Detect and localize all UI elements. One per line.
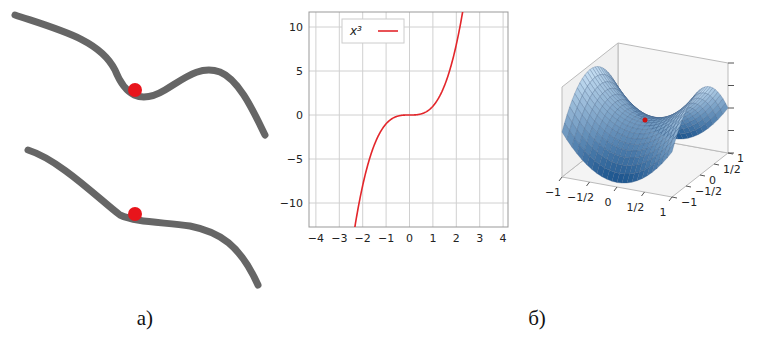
surface-patch [677, 114, 685, 126]
legend-box [342, 19, 404, 43]
grid-line [309, 27, 508, 28]
surface-patch [698, 87, 706, 94]
x-tick-label: −3 [331, 233, 347, 244]
y-tick-label: −5 [287, 154, 303, 165]
axis-tick [686, 186, 691, 187]
axes-pane [562, 43, 618, 177]
x-tick-label: 2 [453, 233, 460, 244]
x-tick-label: −2 [355, 233, 371, 244]
axis-tick-label: −1 [681, 197, 697, 208]
panel-label: б) [528, 308, 546, 329]
axis-tick [700, 175, 705, 176]
legend-text: x³ [350, 25, 362, 37]
grid-line [409, 12, 410, 227]
axis-tick [669, 197, 672, 201]
axis-tick-label: 0 [709, 175, 716, 186]
y-tick-label: 0 [296, 110, 303, 121]
axis-tick [728, 153, 734, 154]
x-tick-label: 0 [406, 233, 413, 244]
grid-line [386, 12, 387, 227]
grid-line [339, 12, 340, 227]
axis-tick-label: 1/2 [627, 202, 645, 213]
axis-tick-label: −1/2 [567, 192, 594, 203]
axis-tick [714, 164, 719, 165]
grid-line [309, 159, 508, 160]
grid-line [479, 12, 480, 227]
axis-tick [672, 197, 677, 198]
x-tick-label: −1 [378, 233, 394, 244]
saddle-surface [559, 43, 734, 201]
axis-tick [728, 108, 734, 109]
y-tick-label: 5 [296, 66, 303, 77]
axis-tick [642, 192, 645, 196]
axis-tick-label: 1 [660, 207, 667, 218]
y-tick-label: −10 [280, 198, 303, 209]
cubic-curve [352, 12, 466, 227]
axis-tick-label: 0 [605, 197, 612, 208]
x-tick-label: 4 [500, 233, 507, 244]
plot-frame [309, 12, 508, 227]
axis-tick [728, 130, 734, 131]
plateau-curve [28, 150, 258, 285]
grid-line [309, 203, 508, 204]
valley-curve [15, 15, 265, 135]
axis-tick [728, 63, 734, 64]
axis-tick [614, 187, 617, 191]
axis-tick [728, 85, 734, 86]
grid-line [315, 12, 316, 227]
legend-line-sample [378, 30, 398, 32]
ball [128, 207, 142, 221]
x-tick-label: 1 [429, 233, 436, 244]
x-tick-label: −4 [308, 233, 324, 244]
axis-tick [559, 177, 562, 181]
axes-pane [618, 43, 728, 153]
saddle-point [643, 118, 648, 123]
grid-line [432, 12, 433, 227]
grid-line [503, 12, 504, 227]
axis-tick [587, 182, 590, 186]
x-tick-label: 3 [476, 233, 483, 244]
axis-tick-label: −1/2 [695, 186, 722, 197]
grid-line [309, 71, 508, 72]
axis-tick-label: 1 [737, 153, 744, 164]
surface-patch [680, 108, 688, 120]
axis-tick [728, 153, 733, 154]
axis-tick-label: −1 [545, 187, 561, 198]
y-tick-label: 10 [289, 22, 303, 33]
panel-label: а) [137, 308, 153, 329]
grid-line [362, 12, 363, 227]
axis-tick-label: 1/2 [723, 164, 741, 175]
ball [128, 83, 142, 97]
surface-patch [667, 143, 675, 158]
cubic-plot [309, 0, 508, 244]
